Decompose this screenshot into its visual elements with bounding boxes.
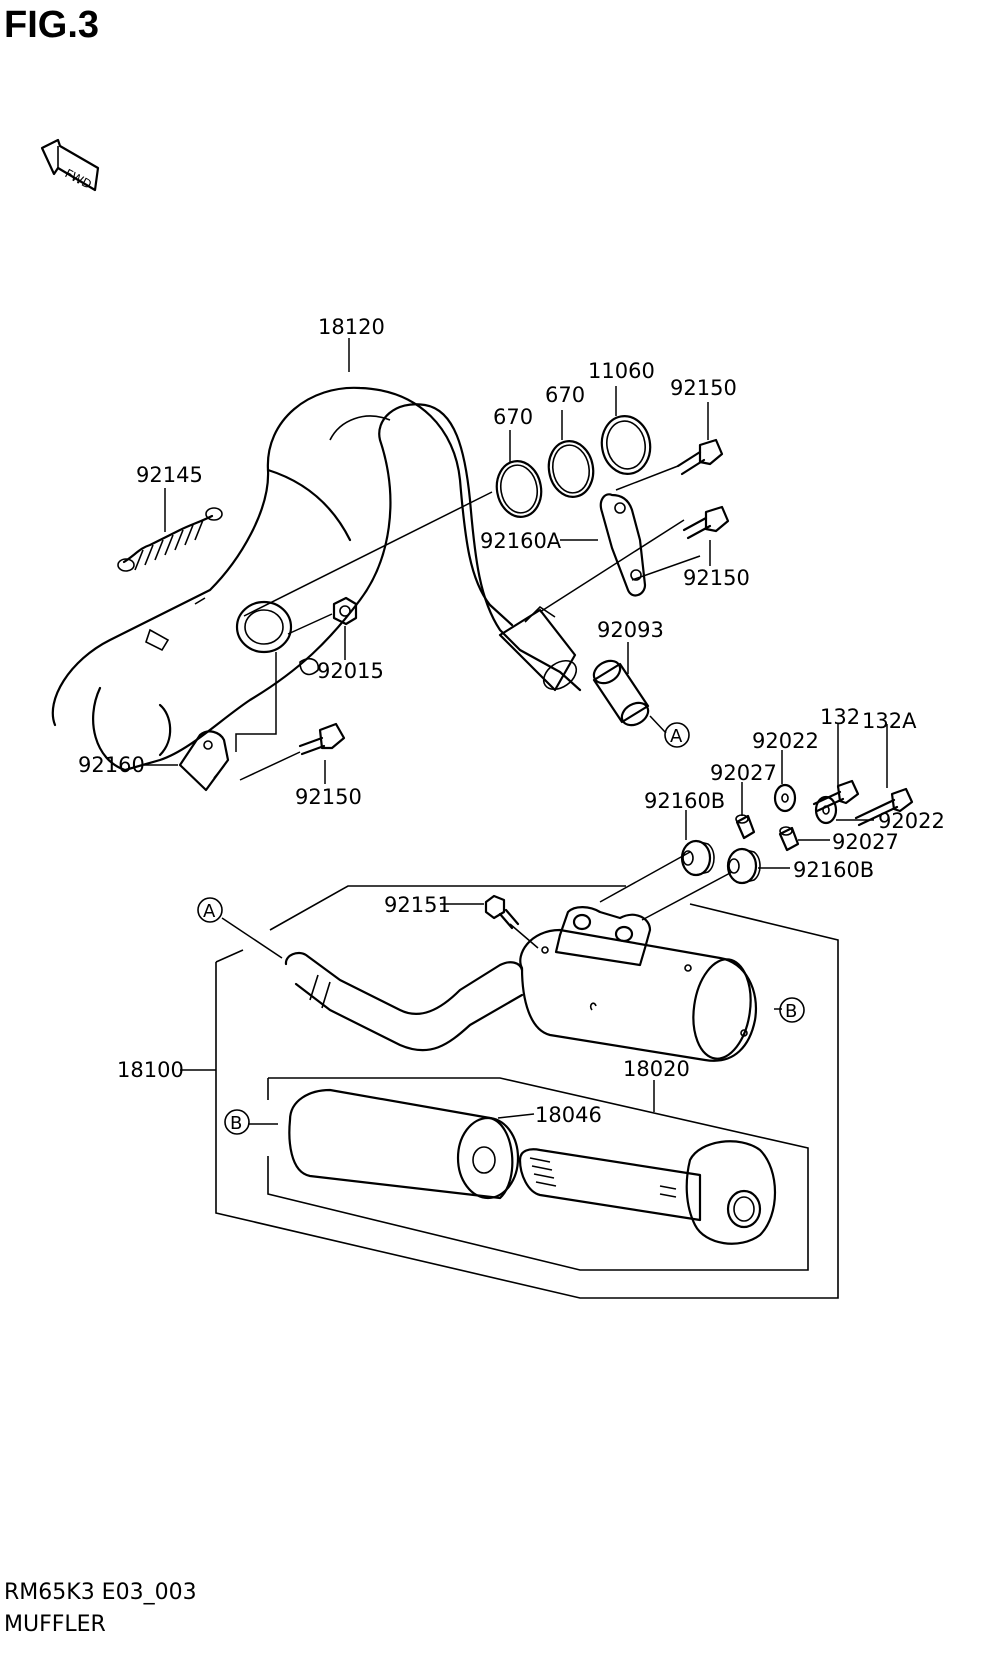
section-name: MUFFLER (4, 1612, 106, 1637)
forward-arrow-icon: FWD (40, 138, 100, 192)
fwd-label: FWD (63, 166, 94, 192)
label-92022-top: 92022 (752, 729, 819, 753)
label-92160b-right: 92160B (793, 858, 874, 882)
ref-b2-text: B (230, 1113, 242, 1134)
bolt-132a (854, 787, 914, 827)
figure-title: FIG.3 (4, 4, 100, 46)
inner-pipe-18020 (518, 1140, 776, 1245)
label-92160: 92160 (78, 753, 145, 777)
label-670-rear: 670 (545, 383, 585, 407)
grommet-92160b-b (726, 847, 761, 885)
label-132a: 132A (862, 709, 917, 733)
bolt-92151 (484, 894, 520, 930)
label-92022-right: 92022 (878, 809, 945, 833)
label-18120: 18120 (318, 315, 385, 339)
gasket-670-rear (547, 440, 595, 498)
nut-92015 (332, 596, 358, 626)
coupler-92093 (592, 659, 650, 727)
label-92150-mid: 92150 (683, 566, 750, 590)
bolt-92150-top (676, 438, 724, 476)
label-11060: 11060 (588, 359, 655, 383)
grommet-92160b-a (680, 839, 715, 877)
ref-a2-text: A (203, 901, 216, 922)
label-18100: 18100 (117, 1058, 184, 1082)
ref-circle-a1: A (664, 722, 690, 748)
label-92093: 92093 (597, 618, 664, 642)
exhaust-pipe (51, 386, 582, 772)
label-92027-top: 92027 (710, 761, 777, 785)
ref-circle-a2: A (197, 897, 223, 923)
bolt-92150-low (298, 722, 346, 756)
ref-circle-b1: B (779, 997, 805, 1023)
collar-92027-a (735, 814, 756, 840)
label-670-front: 670 (493, 405, 533, 429)
leader-lines (144, 338, 888, 1125)
label-92150-top: 92150 (670, 376, 737, 400)
gasket-11060 (600, 415, 652, 475)
clamp-92160 (178, 730, 230, 792)
muffler-packing-18046 (288, 1088, 520, 1200)
label-92160b-top: 92160B (644, 789, 725, 813)
ref-a1-text: A (670, 726, 683, 747)
label-92150-low: 92150 (295, 785, 362, 809)
collar-92027-b (778, 826, 800, 852)
ref-b1-text: B (785, 1001, 797, 1022)
assembly-18020-frame (267, 1077, 809, 1271)
label-92160a: 92160A (480, 529, 562, 553)
washer-92022-b (814, 795, 838, 825)
bracket-92160a (599, 493, 647, 597)
label-92151: 92151 (384, 893, 451, 917)
washer-92022-a (773, 783, 797, 813)
gasket-670-front (495, 460, 543, 518)
ref-circle-b2: B (224, 1109, 250, 1135)
bolt-92150-mid (682, 505, 730, 540)
label-132: 132 (820, 705, 860, 729)
label-18020: 18020 (623, 1057, 690, 1081)
muffler-body (284, 906, 758, 1062)
model-code: RM65K3 E03_003 (4, 1580, 197, 1605)
spring (117, 507, 223, 572)
label-92145: 92145 (136, 463, 203, 487)
label-92015: 92015 (317, 659, 384, 683)
assembly-18100-frame (215, 885, 839, 1299)
label-18046: 18046 (535, 1103, 602, 1127)
label-92027-right: 92027 (832, 830, 899, 854)
